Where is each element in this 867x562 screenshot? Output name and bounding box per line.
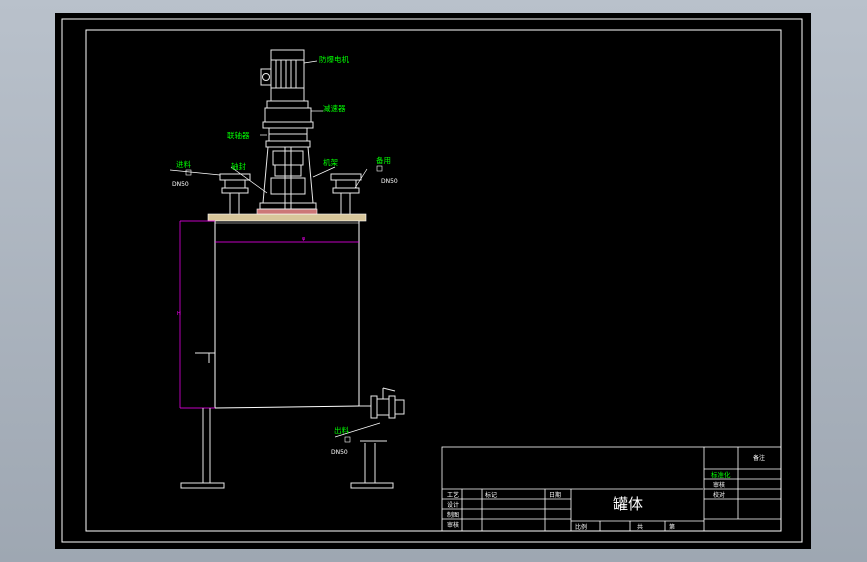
label-spare: 备用 <box>376 155 391 165</box>
dimension-lines <box>179 220 359 409</box>
label-spare-size: DN50 <box>381 178 398 185</box>
marker-feed <box>185 169 192 176</box>
title-sheet-cell: 共 <box>637 523 643 531</box>
title-page-cell: 第 <box>669 523 675 531</box>
outlet-valve <box>359 387 405 419</box>
label-outlet-size: DN50 <box>331 449 348 456</box>
part-name: 罐体 <box>613 495 643 513</box>
drawing-canvas: φ H <box>61 18 803 543</box>
title-right-row-2: 审核 <box>713 481 725 489</box>
label-feed-size: DN50 <box>172 181 189 188</box>
tank-body <box>214 221 360 409</box>
label-motor: 防爆电机 <box>319 54 349 64</box>
outer-border <box>61 18 803 543</box>
title-remark: 备注 <box>753 454 765 462</box>
dim-height-label: H <box>177 311 181 317</box>
title-block <box>441 446 782 532</box>
inner-border <box>85 29 782 532</box>
title-mark-cell: 标记 <box>485 491 497 499</box>
tank-legs <box>180 352 394 489</box>
drawing-sheet[interactable]: φ H <box>55 13 811 549</box>
marker-spare <box>376 165 383 172</box>
label-feed: 进料 <box>176 159 191 169</box>
dim-width-label: φ <box>302 236 306 242</box>
label-outlet: 出料 <box>334 425 349 435</box>
title-date-cell: 日期 <box>549 491 561 499</box>
title-left-row-3: 审核 <box>447 521 459 529</box>
base-plate <box>207 213 367 222</box>
label-seal: 轴封 <box>231 161 246 171</box>
leader-lines <box>169 60 381 438</box>
title-left-row-1: 设计 <box>447 501 459 509</box>
title-right-row-1: 标准化 <box>711 470 731 479</box>
flange-plate <box>256 208 318 215</box>
title-left-row-2: 制图 <box>447 511 459 519</box>
title-left-row-4: 工艺 <box>447 491 459 499</box>
nozzle-left <box>219 173 251 214</box>
title-right-row-3: 校对 <box>713 491 725 499</box>
label-frame: 机架 <box>323 157 338 167</box>
title-scale-cell: 比例 <box>575 523 587 531</box>
label-coupling: 联轴器 <box>227 130 250 140</box>
nozzle-right <box>330 173 362 214</box>
label-reducer: 减速器 <box>323 103 346 113</box>
marker-outlet <box>344 436 351 443</box>
drive-assembly <box>259 49 317 210</box>
